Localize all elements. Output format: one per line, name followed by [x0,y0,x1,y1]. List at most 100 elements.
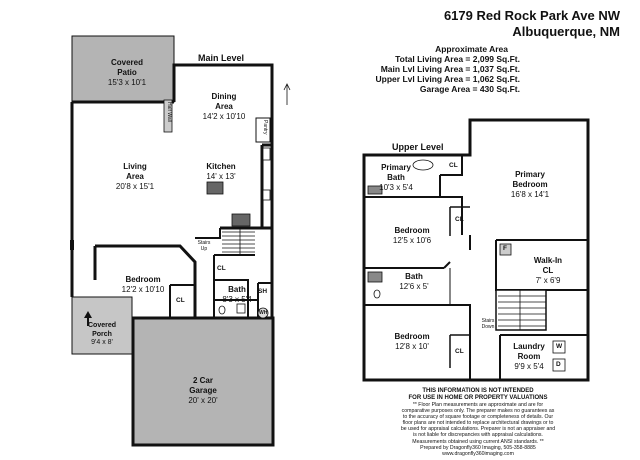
kitchen-sink [262,189,271,201]
room-dim: 20' x 20' [188,396,218,405]
disclaimer-title-2: FOR USE IN HOME OR PROPERTY VALUATIONS [408,395,548,401]
room-covered-porch: Covered Porch 9'4 x 8' [72,322,132,348]
upper-hall-toilet [373,289,381,299]
main-outer-walls [70,63,274,297]
upper-level-title: Upper Level [392,142,444,152]
kitchen-counter [231,213,251,227]
upper-tub [412,159,434,171]
room-upper-bedroom-2: Bedroom 12'8 x 10' [380,332,444,352]
washer-box [552,340,566,354]
room-name: Dining Area [211,92,237,111]
room-dim: 8'3 x 5'4 [222,295,252,304]
room-name: Bedroom [394,226,430,235]
disclaimer-line-11: www.dragonfly360imaging.com [442,450,514,457]
room-name: Living Area [123,162,147,181]
disclaimer: THIS INFORMATION IS NOT INTENDED FOR USE… [370,388,586,457]
half-wall-label: Half Wall [166,102,172,122]
room-name: Primary Bath [381,163,411,182]
stairs-down-label: Stairs Down [481,318,495,330]
room-dim: 9'9 x 5'4 [514,362,544,371]
room-dim: 12'5 x 10'6 [392,236,432,245]
room-dim: 9'4 x 8' [91,339,113,346]
area-total: Total Living Area = 2,099 Sq.Ft. [395,54,520,64]
main-bedroom-walls [93,244,197,320]
fireplace [70,240,74,250]
room-garage: 2 Car Garage 20' x 20' [163,376,243,406]
room-dim: 15'3 x 10'1 [107,78,147,87]
main-closet-walls [169,284,195,318]
disclaimer-line-3: ** Floor Plan measurements are approxima… [412,402,544,408]
room-dim: 12'8 x 10' [395,342,429,351]
disclaimer-line-7: be used for appraisal calculations. Prep… [400,426,556,433]
upper-outer-walls [362,118,590,382]
furnace-box [499,243,512,256]
water-heater [257,307,269,319]
room-main-bedroom: Bedroom 12'2 x 10'10 [108,275,178,295]
sh-label: SH [258,288,268,295]
furnace-label: F [503,245,507,252]
dryer-box [552,358,566,372]
upper-bath-divider [363,268,451,305]
main-cl-label-2: CL [176,297,185,304]
upper-cl-label-3: CL [455,348,464,355]
disclaimer-line-6: floor plans are not intended to replace … [402,420,554,427]
room-name: Primary Bedroom [512,170,548,189]
room-dim: 10'3 x 5'4 [379,183,413,192]
garage-area [131,316,275,447]
room-name: 2 Car Garage [189,376,217,395]
disclaimer-line-9: Measurements obtained using current ANSI… [412,438,544,445]
stairs-up-label: Stairs Up [197,240,211,252]
room-name: Covered Patio [110,58,143,77]
half-wall [163,99,173,133]
address-line-2: Albuquerque, NM [512,24,620,39]
room-name: Bedroom [125,275,161,284]
upper-primary-sink [367,185,383,195]
main-stairs-walls [195,228,255,318]
room-dim: 12'6 x 5' [399,282,429,291]
main-cl-label-1: CL [217,265,226,272]
north-arrow [283,83,291,105]
room-name: Walk-In CL [533,256,563,275]
kitchen-island [206,181,224,195]
room-name: Kitchen [206,162,236,171]
main-sink [236,303,246,314]
main-toilet [218,305,226,315]
upper-cl-label-1: CL [449,162,458,169]
disclaimer-line-8: is not liable for discrepancies with app… [413,432,543,439]
main-level-title: Main Level [198,53,245,63]
kitchen-range [262,147,271,161]
area-upper: Upper Lvl Living Area = 1,062 Sq.Ft. [375,74,520,84]
room-name: Bath [405,272,423,281]
disclaimer-line-10: Prepared by Dragonfly360 Imaging, 505-35… [420,444,536,451]
covered-porch-area [71,296,133,355]
room-laundry: Laundry Room 9'9 x 5'4 [506,342,552,372]
room-walk-in: Walk-In CL 7' x 6'9 [520,256,576,286]
room-name: Covered Porch [87,322,116,338]
upper-cl-label-2: CL [455,216,464,223]
dryer-label: D [556,361,561,368]
upper-stairs [495,289,547,331]
disclaimer-line-4: comparative purposes only. The preparer … [401,408,555,415]
laundry-walls [499,334,588,380]
room-covered-patio: Covered Patio 15'3 x 10'1 [82,58,172,88]
pantry-label: Pantry [262,120,268,135]
area-heading: Approximate Area [435,44,508,54]
covered-patio-area [71,35,175,103]
room-dim: 14'2 x 10'10 [202,112,246,121]
room-dim: 14' x 13' [206,172,236,181]
pantry-box [255,117,271,143]
room-main-bath: Bath 8'3 x 5'4 [216,285,258,305]
area-main: Main Lvl Living Area = 1,037 Sq.Ft. [380,64,520,74]
area-garage: Garage Area = 430 Sq.Ft. [419,84,520,94]
upper-hall-sink [367,271,383,283]
room-name: Laundry Room [513,342,545,361]
address-line-1: 6179 Red Rock Park Ave NW [443,8,620,23]
room-dim: 12'2 x 10'10 [121,285,165,294]
upper-closet-walls [449,206,470,368]
main-stairs-treads [222,228,255,255]
room-dim: 16'8 x 14'1 [510,190,550,199]
room-upper-bath: Bath 12'6 x 5' [392,272,436,292]
room-dim: 7' x 6'9 [535,276,561,285]
room-dim: 20'8 x 15'1 [115,182,155,191]
